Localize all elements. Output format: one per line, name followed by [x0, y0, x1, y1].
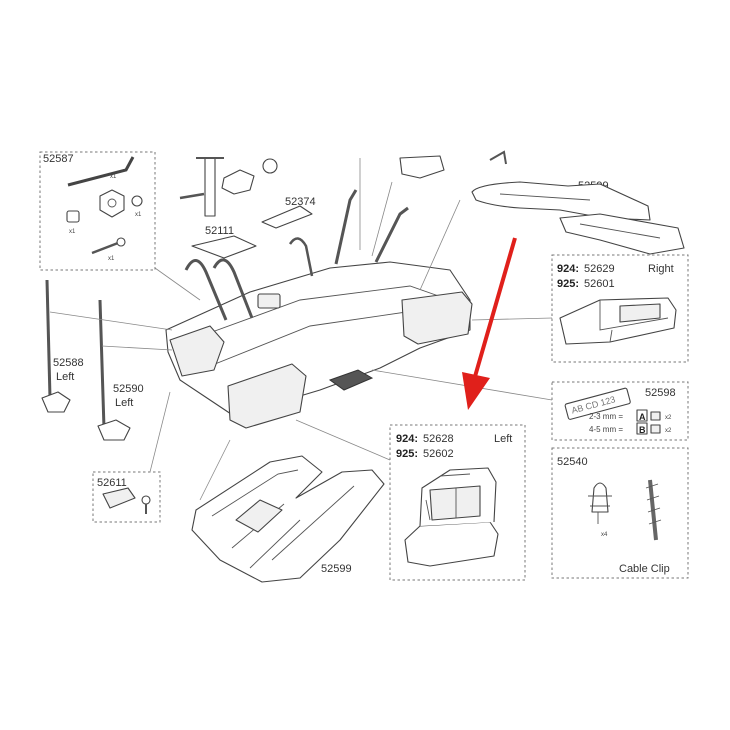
box-right-foot [551, 254, 689, 363]
label-52599-bottom: 52599 [321, 563, 352, 575]
screw-head-icon [141, 495, 151, 505]
label-52588: 52588 [53, 357, 84, 369]
clamp-top-icon [399, 155, 445, 179]
left-part-52628: 52628 [423, 433, 454, 445]
bracket-52374-icon [261, 205, 313, 229]
qty-nut: x1 [69, 229, 76, 235]
box-52587 [39, 151, 156, 271]
qty-bolt: x1 [108, 256, 115, 262]
washer-icon [131, 195, 143, 207]
label-52374: 52374 [285, 196, 316, 208]
box-left-foot [389, 424, 526, 581]
left-part-52602: 52602 [423, 448, 454, 460]
left-model-924: 924: [396, 433, 418, 445]
nut-icon [66, 210, 80, 223]
box-52598 [551, 381, 689, 441]
spacer-row1-size: 2-3 mm = [589, 412, 623, 421]
right-part-52601: 52601 [584, 278, 615, 290]
red-arrow-head [462, 372, 490, 410]
spacer-b-qty: x2 [665, 428, 672, 434]
strap-52599-top-b [559, 213, 685, 255]
label-52587: 52587 [43, 153, 74, 165]
left-model-925: 925: [396, 448, 418, 460]
strap-52599-top-a [471, 181, 651, 221]
label-52611: 52611 [97, 477, 127, 489]
label-52590: 52590 [113, 383, 144, 395]
right-side-label: Right [648, 263, 674, 275]
qty-cable-clip: x4 [601, 532, 608, 538]
spacer-row2-size: 4-5 mm = [589, 425, 623, 434]
label-52540: 52540 [557, 456, 588, 468]
red-arrow-shaft [472, 237, 517, 381]
strap-end-icon [102, 487, 136, 509]
left-side-label: Left [494, 433, 512, 445]
label-52590-side: Left [115, 397, 133, 409]
tray-52599-bottom [191, 455, 385, 583]
right-part-52629: 52629 [584, 263, 615, 275]
bolt-icon [91, 241, 119, 255]
rod-52588-icon [45, 279, 52, 399]
spacer-a-qty: x2 [665, 415, 672, 421]
nut-washer-icon [221, 169, 255, 195]
license-plate-icon: AB CD 123 [564, 387, 631, 420]
qty-hex-key: x1 [110, 174, 117, 180]
label-52598: 52598 [645, 387, 676, 399]
spacer-a-letter: A [639, 412, 646, 422]
hex-key-icon [67, 156, 135, 187]
label-cable-clip: Cable Clip [619, 563, 670, 575]
cable-clip-icon [591, 482, 609, 513]
ring-icon [262, 158, 278, 174]
knob-icon [99, 189, 125, 218]
main-carrier-assembly [165, 189, 473, 429]
box-52540 [551, 447, 689, 579]
vertical-rod-icon [204, 157, 216, 217]
label-52111: 52111 [205, 225, 234, 237]
rod-52590-icon [98, 299, 106, 429]
left-foot-base [404, 521, 499, 567]
bracket-52111-icon [191, 235, 257, 259]
box-52611 [92, 471, 161, 523]
spacer-b-letter: B [639, 425, 646, 435]
qty-knob: x1 [135, 212, 142, 218]
right-model-925: 925: [557, 278, 579, 290]
right-model-924: 924: [557, 263, 579, 275]
label-52588-side: Left [56, 371, 74, 383]
